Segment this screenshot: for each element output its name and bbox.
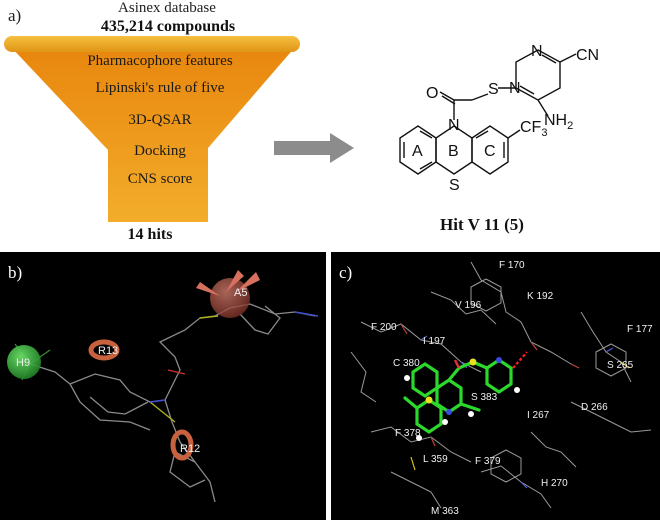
- filter-cns-score: CNS score: [127, 171, 193, 187]
- filter-pharmacophore: Pharmacophore features: [87, 53, 233, 69]
- ring-label-c: C: [484, 143, 496, 160]
- residue-i197: I 197: [423, 336, 446, 347]
- residue-i267: I 267: [527, 410, 550, 421]
- residue-f379: F 379: [475, 456, 501, 467]
- feature-r13: R13: [98, 345, 118, 357]
- atom-cf3: CF3: [520, 119, 547, 139]
- screening-funnel: [4, 36, 300, 222]
- feature-r12: R12: [180, 443, 200, 455]
- atom-n2: N: [509, 80, 521, 97]
- residue-s383: S 383: [471, 392, 498, 403]
- residue-d266: D 266: [581, 402, 608, 413]
- atom-n1: N: [531, 43, 543, 60]
- panel-c-label: c): [339, 263, 352, 282]
- panel-a-label: a): [8, 6, 22, 25]
- residue-v196: V 196: [455, 300, 482, 311]
- residue-h270: H 270: [541, 478, 568, 489]
- atom-cn: CN: [576, 47, 599, 64]
- residue-f170: F 170: [499, 260, 525, 271]
- docking-pose: c): [339, 260, 653, 517]
- panel-b-label: b): [8, 263, 22, 282]
- atom-s-ring: S: [449, 177, 460, 194]
- ring-label-a: A: [412, 143, 423, 160]
- residue-s265: S 265: [607, 360, 634, 371]
- filter-lipinski: Lipinski's rule of five: [95, 80, 225, 96]
- funnel-body: [10, 46, 296, 222]
- residue-l359: L 359: [423, 454, 448, 465]
- docking-panel: c): [331, 252, 660, 520]
- filter-3d-qsar: 3D-QSAR: [128, 112, 192, 128]
- atom-s1: S: [488, 81, 499, 98]
- atom-n-ring: N: [448, 117, 460, 134]
- feature-h9: H9: [16, 357, 30, 369]
- database-title: Asinex database: [118, 0, 216, 16]
- hit-name: Hit V 11 (5): [440, 215, 524, 234]
- funnel-rim: [4, 36, 300, 52]
- ring-label-b: B: [448, 143, 459, 160]
- feature-a5: A5: [234, 287, 247, 299]
- residue-m363: M 363: [431, 506, 459, 517]
- hits-count: 14 hits: [127, 226, 173, 243]
- pharmacophore-model: b) H9 A5 R13 R12: [7, 263, 319, 503]
- residue-f200: F 200: [371, 322, 397, 333]
- residue-k192: K 192: [527, 291, 554, 302]
- residue-f177: F 177: [627, 324, 653, 335]
- filter-docking: Docking: [134, 143, 186, 159]
- hit-molecule-structure: N N CN NH2 O S N CF3 S A B C: [399, 43, 599, 194]
- right-arrow-icon: [274, 133, 354, 163]
- residue-f378: F 378: [395, 428, 421, 439]
- atom-o: O: [426, 85, 438, 102]
- residue-c380: C 380: [393, 358, 420, 369]
- pharmacophore-panel: b) H9 A5 R13 R12: [0, 252, 326, 520]
- compound-count: 435,214 compounds: [100, 18, 236, 35]
- atom-nh2: NH2: [544, 112, 573, 132]
